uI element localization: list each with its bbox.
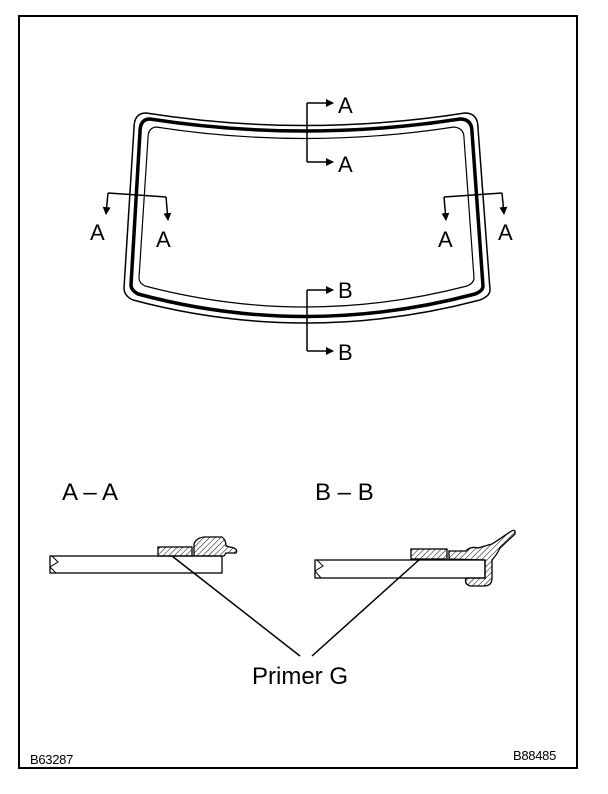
section-line-left-aa — [102, 192, 172, 221]
figure-code-left: B63287 — [30, 752, 73, 767]
section-title-aa: A – A — [62, 479, 118, 506]
label-top-a2: A — [338, 152, 353, 177]
glass-inner-edge — [138, 126, 475, 308]
bb-primer-bead — [410, 548, 448, 560]
glass-outer-edge — [123, 112, 491, 324]
figure-code-right: B88485 — [513, 748, 556, 763]
section-title-bb: B – B — [315, 479, 374, 506]
primer-g-label: Primer G — [252, 663, 348, 690]
label-bottom-b1: B — [338, 278, 353, 303]
bb-break-mark — [314, 559, 324, 579]
aa-primer-bead — [157, 546, 193, 557]
label-right-a2: A — [498, 220, 513, 245]
label-left-a1: A — [90, 220, 105, 245]
bb-glass-pane — [314, 559, 486, 579]
cross-section-aa — [49, 536, 238, 574]
label-bottom-b2: B — [338, 340, 353, 365]
label-left-a2: A — [156, 227, 171, 252]
windshield-glass — [123, 112, 491, 324]
diagram-frame — [18, 15, 578, 769]
label-top-a1: A — [338, 93, 353, 118]
section-line-top-aa — [306, 99, 334, 166]
aa-molding — [193, 536, 238, 557]
section-line-right-aa — [441, 192, 508, 221]
adhesive-band — [129, 117, 485, 319]
bb-molding — [448, 529, 516, 587]
label-right-a1: A — [438, 227, 453, 252]
cross-section-bb — [314, 529, 516, 587]
aa-break-mark — [49, 555, 59, 574]
section-line-bottom-bb — [306, 286, 334, 355]
aa-glass-pane — [49, 555, 223, 574]
primer-callout-leaders — [171, 555, 421, 657]
